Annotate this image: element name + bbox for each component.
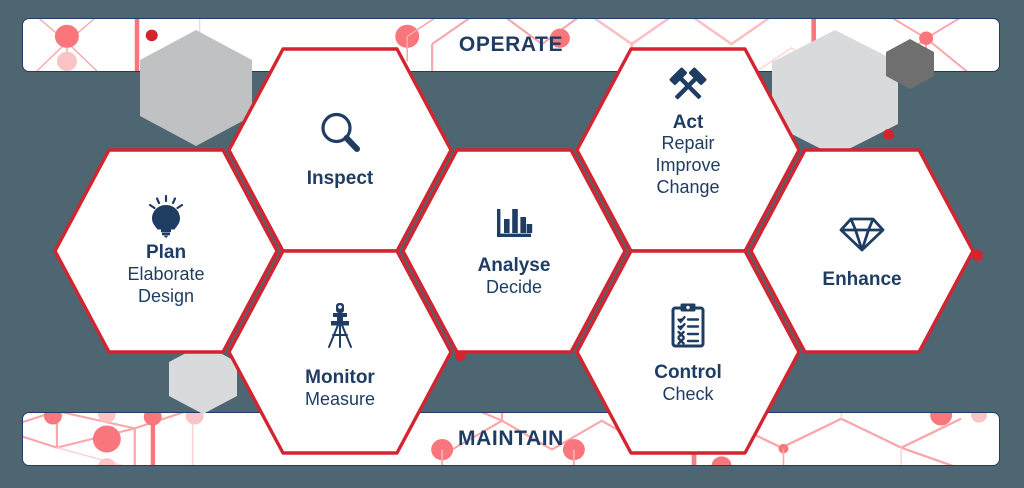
- decorative-grey-hexagon-4: [169, 344, 237, 414]
- maintain-band-decoration: [23, 413, 988, 465]
- accent-dot-1: [883, 129, 894, 140]
- accent-dot-2: [972, 250, 983, 261]
- maintain-band: MAINTAIN: [22, 412, 1000, 466]
- decorative-grey-hexagon-2: [772, 30, 898, 156]
- accent-dot-3: [455, 350, 466, 361]
- decorative-grey-hexagon-1: [140, 30, 252, 146]
- decorative-grey-hexagon-3: [886, 39, 934, 89]
- hexagon-enhance[interactable]: Enhance: [748, 147, 976, 355]
